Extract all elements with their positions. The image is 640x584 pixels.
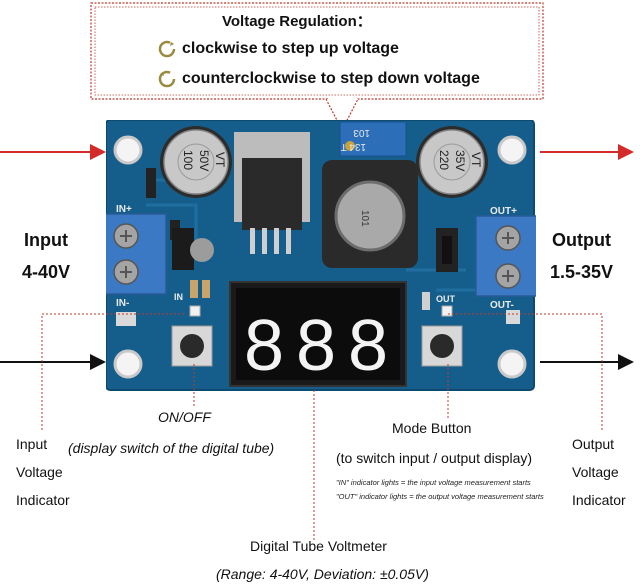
display-digit-1: 8 [244,306,284,386]
output-range: 1.5-35V [550,262,614,282]
out-plus-label: OUT+ [490,206,517,217]
voltmeter-range: (Range: 4-40V, Deviation: ±0.05V) [216,566,429,582]
out-minus-label: OUT- [490,300,514,311]
clockwise-icon [158,40,176,58]
callout-line-counterclockwise: counterclockwise to step down voltage [182,70,480,87]
onoff-label: ON/OFF [158,409,211,425]
cap2-label-2: 35V [453,150,467,171]
callout-line-clockwise: clockwise to step up voltage [182,40,399,57]
cap1-label-2: 50V [197,150,211,171]
board-labels: 100 50V VT 220 35V VT 103 134 T 101 IN+ … [116,127,517,386]
cap1-label-3: VT [213,152,227,168]
cap2-label-1: 220 [437,150,451,170]
in-plus-label: IN+ [116,204,132,215]
counterclockwise-icon [158,70,176,88]
callout-box [90,2,544,132]
note-out-indicator: "OUT" indicator lights = the output volt… [336,492,544,501]
input-range: 4-40V [22,262,71,282]
cap2-label-3: VT [469,152,483,168]
cap1-label-1: 100 [181,150,195,170]
in-minus-label: IN- [116,298,129,309]
pot-label-1: 103 [353,127,370,138]
input-indicator-line2: Voltage [16,464,63,480]
onoff-description: (display switch of the digital tube) [68,440,275,456]
voltmeter-label: Digital Tube Voltmeter [250,538,387,554]
input-indicator-line3: Indicator [16,492,70,508]
note-in-indicator: "IN" indicator lights = the input voltag… [336,478,531,487]
output-title: Output [552,230,611,250]
output-indicator-line2: Voltage [572,464,619,480]
arrows-layer [0,144,634,370]
leader-lines [41,313,603,540]
output-indicator-line1: Output [572,436,615,452]
display-digit-2: 8 [296,306,336,386]
pot-label-2: 134 T [341,141,366,152]
input-title: Input [24,230,68,250]
pcb-board [106,120,536,391]
mode-button-description: (to switch input / output display) [336,450,533,466]
inductor-label: 101 [359,210,370,227]
out-led-label: OUT [436,294,456,304]
output-indicator-line3: Indicator [572,492,626,508]
display-digit-3: 8 [348,306,388,386]
callout-title: Voltage Regulation： [222,13,372,30]
in-led-label: IN [174,292,183,302]
input-indicator-line1: Input [16,436,48,452]
mode-button-label: Mode Button [392,420,472,436]
